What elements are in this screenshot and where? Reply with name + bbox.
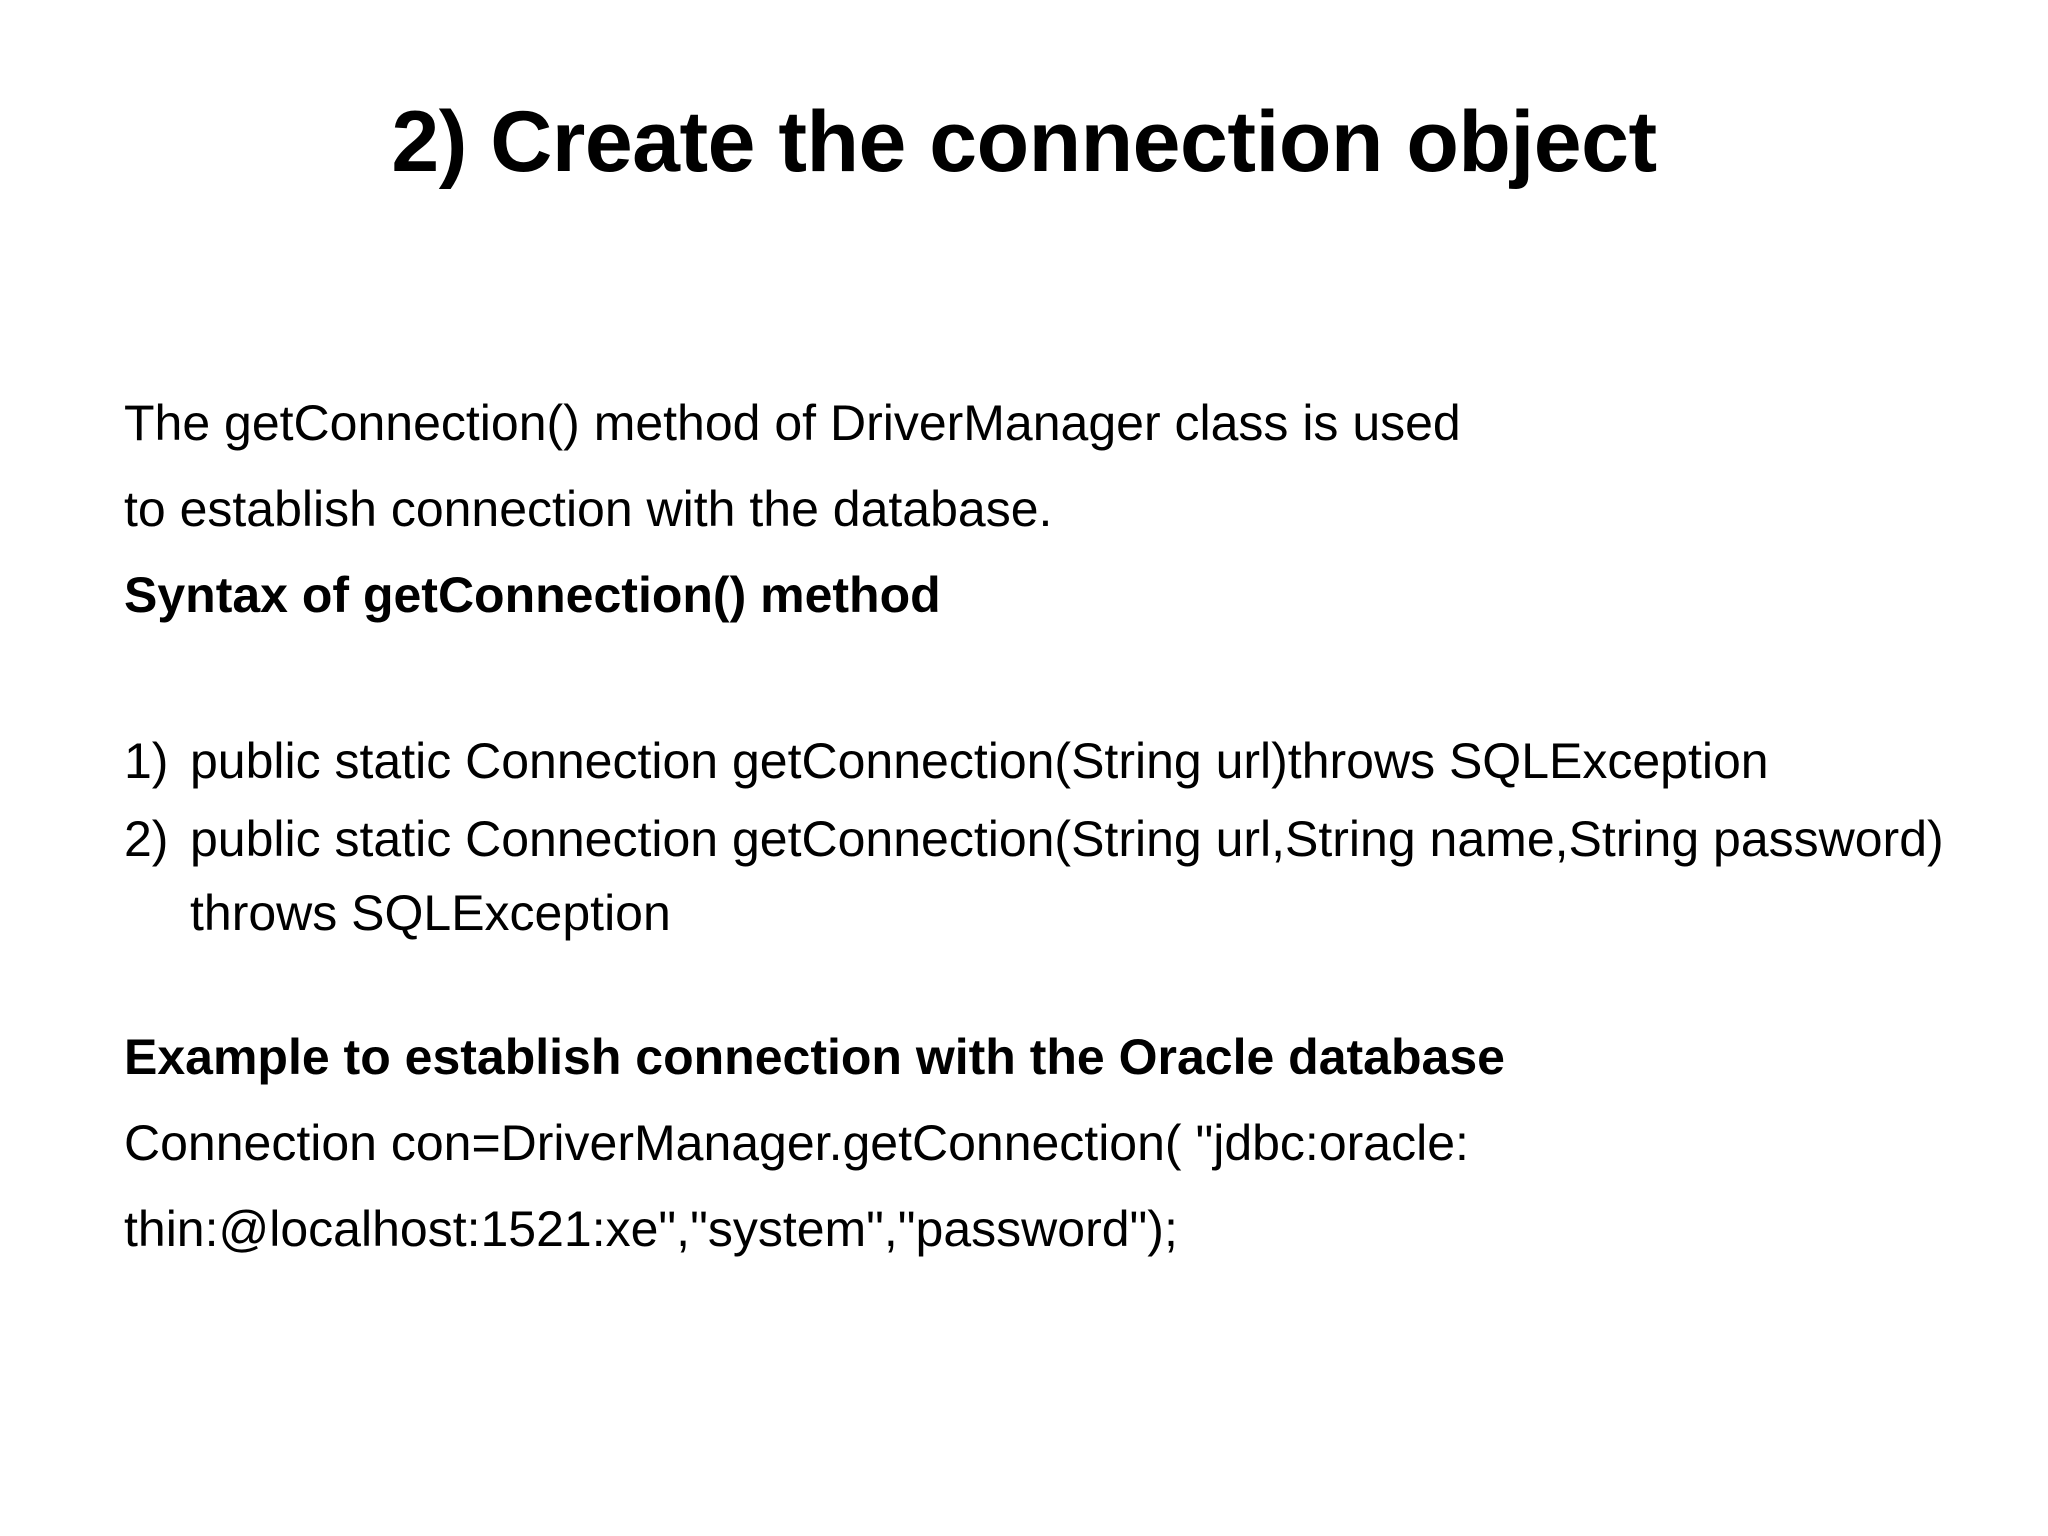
syntax-item-1: 1) public static Connection getConnectio… xyxy=(124,724,1944,798)
syntax-item-text: public static Connection getConnection(S… xyxy=(190,733,1769,789)
example-code-line-1: Connection con=DriverManager.getConnecti… xyxy=(124,1115,1469,1171)
spacer xyxy=(124,638,1944,724)
example-heading: Example to establish connection with the… xyxy=(124,1029,1505,1085)
syntax-item-number: 2) xyxy=(124,811,169,867)
syntax-item-text: public static Connection getConnection(S… xyxy=(190,811,1944,941)
intro-line-1: The getConnection() method of DriverMana… xyxy=(124,395,1461,451)
slide-title: 2) Create the connection object xyxy=(391,94,1657,190)
syntax-item-2: 2) public static Connection getConnectio… xyxy=(124,802,1944,950)
syntax-heading: Syntax of getConnection() method xyxy=(124,567,941,623)
intro-line-2: to establish connection with the databas… xyxy=(124,481,1053,537)
spacer xyxy=(124,954,1944,1014)
syntax-item-number: 1) xyxy=(124,733,169,789)
example-code-line-2: thin:@localhost:1521:xe","system","passw… xyxy=(124,1201,1178,1257)
slide-body: The getConnection() method of DriverMana… xyxy=(124,380,1944,1272)
